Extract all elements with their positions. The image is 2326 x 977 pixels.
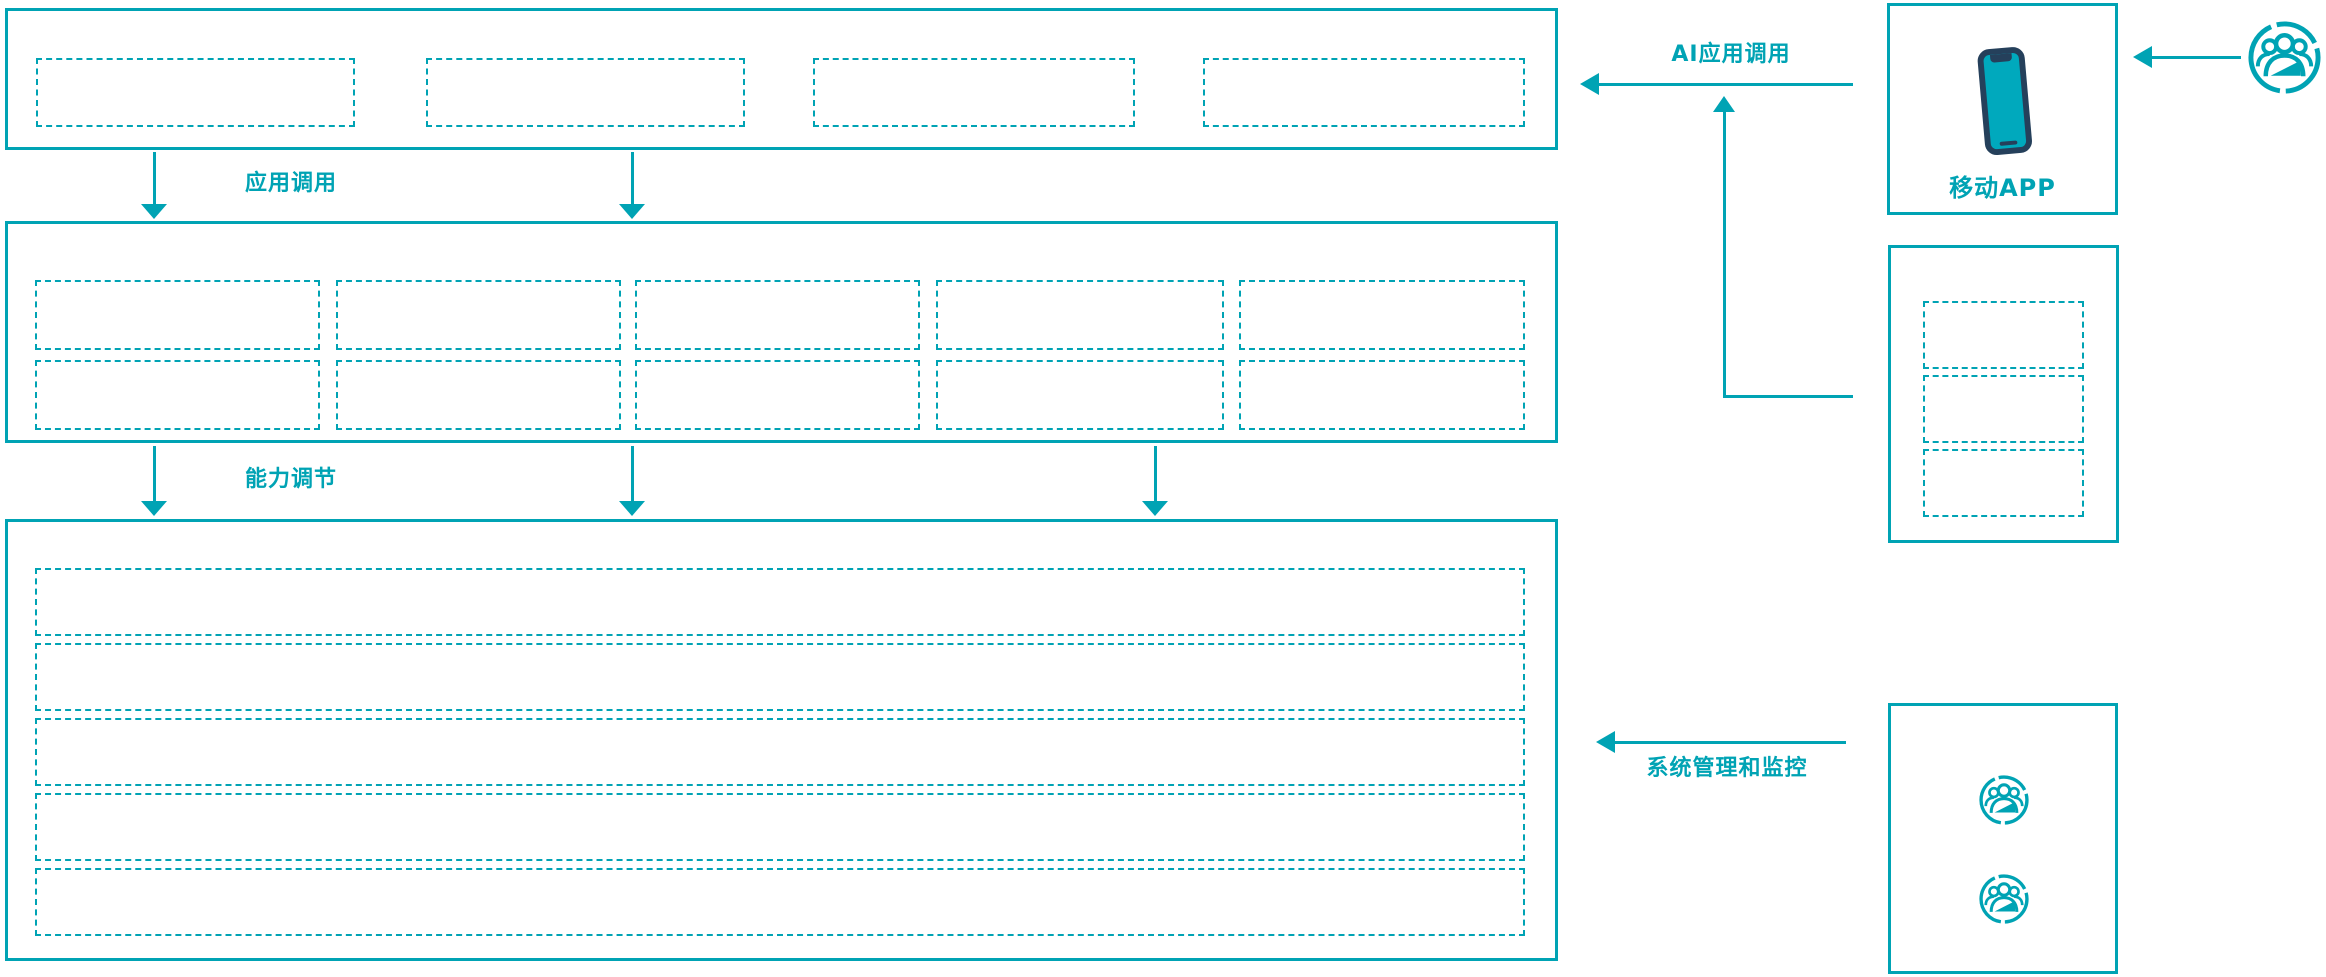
arrow-line [1614,740,1846,744]
user-group-icon [1979,775,2029,825]
arrow-head-left [1580,73,1599,95]
user-group-icon [2245,18,2324,97]
arrow-head-down [141,204,167,219]
arrow-ai-app-call [1580,73,1853,95]
smartphone-icon [1977,47,2032,156]
user-group-icon [1979,874,2029,924]
client-panel-box [1888,245,2119,543]
placeholder-row [35,718,1525,786]
placeholder-box [336,360,621,430]
arrow-app-call-1 [138,152,170,219]
placeholder-box [813,58,1135,127]
placeholder-box [1203,58,1525,127]
placeholder-box [1923,375,2084,443]
arrow-capability-1 [138,446,170,516]
placeholder-box [635,280,920,350]
placeholder-box [936,280,1224,350]
arrow-line [1598,82,1853,86]
arrow-system-management [1596,731,1846,753]
resource-layer-box [5,519,1558,961]
arrow-head-down [141,501,167,516]
placeholder-box [35,280,320,350]
arrow-shaft [152,152,156,206]
placeholder-box [1239,360,1525,430]
mobile-app-box: 移动APP [1887,3,2118,215]
placeholder-box [1239,280,1525,350]
label-app-call: 应用调用 [245,171,338,196]
label-mobile-app: 移动APP [1949,174,2056,202]
arrow-head-left [1596,731,1615,753]
capability-layer-box [5,221,1558,443]
arrow-head-up [1713,96,1735,112]
label-ai-app-call: AI应用调用 [1671,42,1791,67]
placeholder-box [35,360,320,430]
arrow-capability-2 [616,446,648,516]
arrow-shaft [630,152,634,206]
placeholder-box [635,360,920,430]
application-layer-box [5,8,1558,150]
label-system-management: 系统管理和监控 [1646,756,1808,781]
placeholder-box [336,280,621,350]
arrow-shaft [1153,446,1157,503]
connector-horizontal-line [1723,395,1853,398]
admin-panel-box [1888,703,2118,974]
placeholder-box [36,58,355,127]
placeholder-box [426,58,745,127]
arrow-head-down [619,501,645,516]
arrow-head-down [1142,501,1168,516]
placeholder-row [35,643,1525,711]
label-capability-adjust: 能力调节 [245,467,338,492]
arrow-head-down [619,204,645,219]
connector-vertical-line [1723,111,1726,398]
placeholder-row [35,568,1525,636]
arrow-head-left [2133,46,2152,68]
placeholder-box [936,360,1224,430]
arrow-shaft [152,446,156,503]
placeholder-row [35,793,1525,861]
placeholder-box [1923,301,2084,369]
arrow-user-to-app [2133,46,2241,68]
arrow-capability-3 [1139,446,1171,516]
arrow-app-call-2 [616,152,648,219]
placeholder-box [1923,449,2084,517]
placeholder-row [35,868,1525,936]
arrow-shaft [630,446,634,503]
arrow-line [2151,55,2241,59]
